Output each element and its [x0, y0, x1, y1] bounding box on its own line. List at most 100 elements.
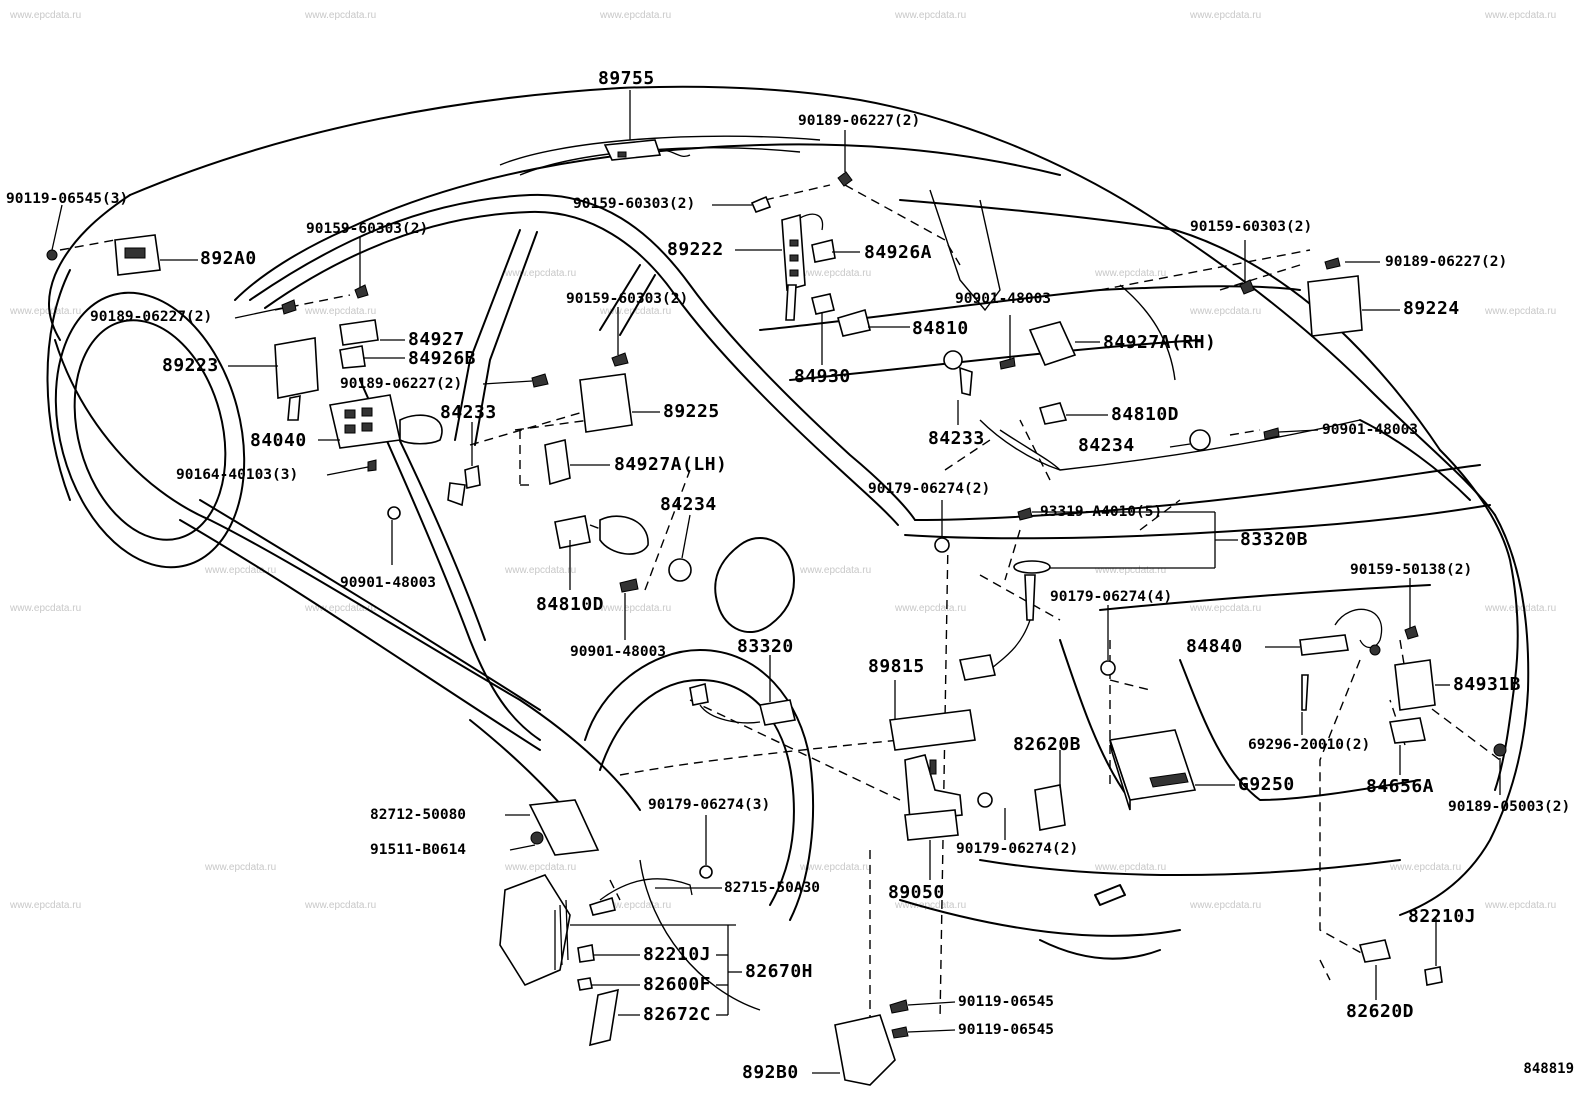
- watermark: www.epcdata.ru: [600, 900, 672, 911]
- label-90179-06274-2a: 90179-06274(2): [868, 481, 991, 497]
- label-91511-B0614: 91511-B0614: [370, 842, 467, 858]
- label-82712-50080: 82712-50080: [370, 807, 467, 823]
- label-89223: 89223: [162, 355, 219, 376]
- label-90179-06274-3: 90179-06274(3): [648, 797, 771, 813]
- part-82620B-connector-icon: [1034, 784, 1066, 831]
- watermark: www.epcdata.ru: [895, 900, 967, 911]
- part-82712-cover-icon: [528, 799, 600, 856]
- watermark: www.epcdata.ru: [1190, 900, 1262, 911]
- label-82715-50A30: 82715-50A30: [724, 880, 821, 896]
- watermark: www.epcdata.ru: [305, 10, 377, 21]
- label-84926B: 84926B: [408, 348, 477, 369]
- watermark: www.epcdata.ru: [600, 603, 672, 614]
- label-G9250: G9250: [1238, 774, 1295, 795]
- label-90159-50138: 90159-50138(2): [1350, 562, 1473, 578]
- watermark: www.epcdata.ru: [10, 900, 82, 911]
- part-89755-module-icon: [603, 139, 691, 161]
- watermark: www.epcdata.ru: [600, 10, 672, 21]
- label-90189-06227-b: 90189-06227(2): [90, 309, 213, 325]
- label-84810D-right: 84810D: [1111, 404, 1180, 425]
- part-G9250-amplifier-icon: [1108, 729, 1197, 811]
- part-892B0-sensor-icon: [834, 999, 909, 1086]
- label-84234-left: 84234: [660, 494, 717, 515]
- label-93319-A4010: 93319-A4010(5): [1040, 504, 1163, 520]
- label-82672C: 82672C: [643, 1004, 712, 1025]
- watermark: www.epcdata.ru: [205, 862, 277, 873]
- watermark: www.epcdata.ru: [305, 603, 377, 614]
- watermark: www.epcdata.ru: [1190, 603, 1262, 614]
- label-84234-right: 84234: [1078, 435, 1135, 456]
- watermark: www.epcdata.ru: [305, 306, 377, 317]
- label-84927A-rh: 84927A(RH): [1103, 332, 1217, 353]
- diagram-id: 848819: [1523, 1061, 1574, 1077]
- part-89050-bracket-icon: [904, 754, 963, 841]
- part-84927A-rh-icon: [1028, 321, 1077, 366]
- watermark: www.epcdata.ru: [600, 306, 672, 317]
- label-90901-48003-mid: 90901-48003: [570, 644, 667, 660]
- label-84040: 84040: [250, 430, 307, 451]
- watermark: www.epcdata.ru: [1095, 268, 1167, 279]
- label-90179-06274-2b: 90179-06274(2): [956, 841, 1079, 857]
- part-84233-right-icon: [943, 350, 1016, 397]
- watermark: www.epcdata.ru: [895, 10, 967, 21]
- part-89222-bracket-icon: [781, 213, 824, 321]
- label-84927A-lh: 84927A(LH): [614, 454, 728, 475]
- label-84810D-left: 84810D: [536, 594, 605, 615]
- label-84840: 84840: [1186, 636, 1243, 657]
- label-90164-40103: 90164-40103(3): [176, 467, 299, 483]
- label-84656A: 84656A: [1366, 776, 1435, 797]
- label-84233-left: 84233: [440, 402, 497, 423]
- part-84926B-icon: [339, 345, 366, 369]
- watermark: www.epcdata.ru: [10, 603, 82, 614]
- label-83320B: 83320B: [1240, 529, 1309, 550]
- watermark: www.epcdata.ru: [205, 565, 277, 576]
- label-90189-06227-top: 90189-06227(2): [798, 113, 921, 129]
- label-90119-06545-3: 90119-06545(3): [6, 191, 129, 207]
- label-90119-06545-a: 90119-06545: [958, 994, 1055, 1010]
- part-84040-switch-icon: [329, 394, 443, 472]
- label-69296-20010: 69296-20010(2): [1248, 737, 1371, 753]
- label-892A0: 892A0: [200, 248, 257, 269]
- watermark: www.epcdata.ru: [1485, 10, 1557, 21]
- label-90119-06545-b: 90119-06545: [958, 1022, 1055, 1038]
- part-84234-right-icon: [1189, 427, 1280, 451]
- part-84926A-icon: [811, 239, 836, 263]
- label-82620D: 82620D: [1346, 1001, 1415, 1022]
- watermark: www.epcdata.ru: [1485, 306, 1557, 317]
- label-90189-05003: 90189-05003(2): [1448, 799, 1571, 815]
- part-83320B-sender-icon: [959, 507, 1051, 681]
- watermark: www.epcdata.ru: [1190, 306, 1262, 317]
- label-89755: 89755: [598, 68, 655, 89]
- watermark: www.epcdata.ru: [1485, 900, 1557, 911]
- label-90179-06274-4: 90179-06274(4): [1050, 589, 1173, 605]
- label-89222: 89222: [667, 239, 724, 260]
- label-83320: 83320: [737, 636, 794, 657]
- part-82672C-icon: [589, 988, 619, 1047]
- watermark: www.epcdata.ru: [800, 268, 872, 279]
- label-89050: 89050: [888, 882, 945, 903]
- label-82620B: 82620B: [1013, 734, 1082, 755]
- label-84927: 84927: [408, 329, 465, 350]
- label-82670H: 82670H: [745, 961, 814, 982]
- label-90159-60303-a: 90159-60303(2): [573, 196, 696, 212]
- label-82210J-right: 82210J: [1408, 906, 1477, 927]
- watermark: www.epcdata.ru: [1095, 862, 1167, 873]
- watermark: www.epcdata.ru: [10, 10, 82, 21]
- part-83320-sender-icon: [689, 683, 796, 726]
- watermark: www.epcdata.ru: [1095, 565, 1167, 576]
- watermark: www.epcdata.ru: [505, 268, 577, 279]
- label-90901-48003-center: 90901-48003: [955, 291, 1052, 307]
- label-89815: 89815: [868, 656, 925, 677]
- watermark: www.epcdata.ru: [1485, 603, 1557, 614]
- part-84931B-icon: [1394, 659, 1436, 711]
- part-82715-wire-icon: [599, 878, 693, 901]
- label-84930: 84930: [794, 366, 851, 387]
- part-84840-light-icon: [1299, 608, 1419, 711]
- label-90159-60303-b: 90159-60303(2): [306, 221, 429, 237]
- leader-lines: [51, 90, 1501, 1074]
- part-89815-module-icon: [889, 709, 976, 751]
- part-84810D-right-icon: [1038, 402, 1068, 425]
- part-84930-icon: [811, 293, 835, 315]
